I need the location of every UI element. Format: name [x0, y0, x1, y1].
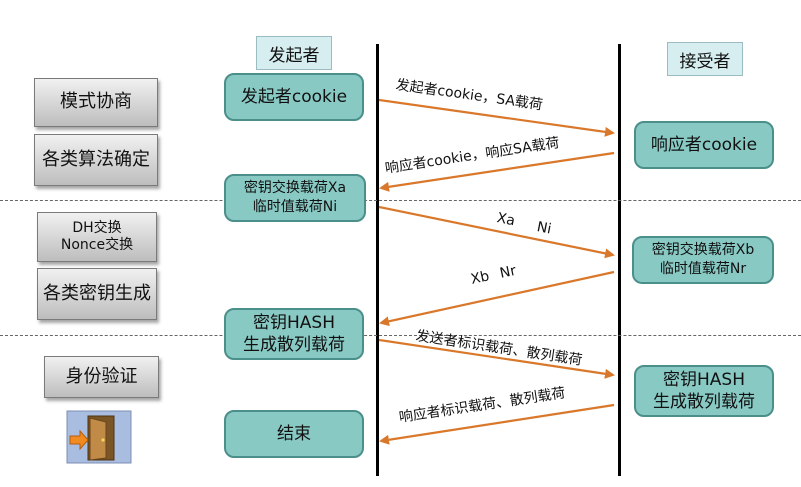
responder-hash-node: 密钥HASH 生成散列载荷 [634, 365, 774, 417]
message-arrow-2 [379, 151, 615, 192]
phase-separator-2 [0, 335, 801, 336]
phase-dh-nonce-exchange: DH交换 Nonce交换 [37, 212, 157, 262]
phase-key-generation: 各类密钥生成 [37, 268, 157, 320]
responder-header: 接受者 [667, 42, 743, 76]
responder-key-exchange-node: 密钥交换载荷Xb 临时值载荷Nr [632, 236, 774, 284]
initiator-lifeline [376, 44, 379, 476]
phase-algorithm-determination: 各类算法确定 [34, 134, 158, 186]
initiator-key-exchange-node: 密钥交换载荷Xa 临时值载荷Ni [224, 174, 366, 222]
initiator-cookie-node: 发起者cookie [224, 73, 364, 121]
phase-mode-negotiation: 模式协商 [34, 78, 158, 127]
initiator-end-node: 结束 [224, 410, 364, 458]
phase-separator-1 [0, 200, 801, 201]
message-arrow-1 [378, 98, 615, 137]
responder-cookie-node: 响应者cookie [634, 121, 774, 169]
message-arrow-6 [379, 403, 615, 445]
message-arrow-3 [378, 205, 615, 259]
message-arrow-5 [378, 338, 615, 379]
message-arrow-4 [379, 270, 615, 327]
initiator-header: 发起者 [256, 36, 332, 70]
door-exit-icon [66, 410, 132, 464]
phase-authentication: 身份验证 [44, 356, 159, 398]
message-label-3b: Ni [535, 219, 553, 238]
message-label-4b: Nr [498, 262, 518, 282]
responder-lifeline [618, 44, 621, 476]
initiator-hash-node: 密钥HASH 生成散列载荷 [224, 308, 364, 360]
message-label-3a: Xa [495, 210, 517, 230]
